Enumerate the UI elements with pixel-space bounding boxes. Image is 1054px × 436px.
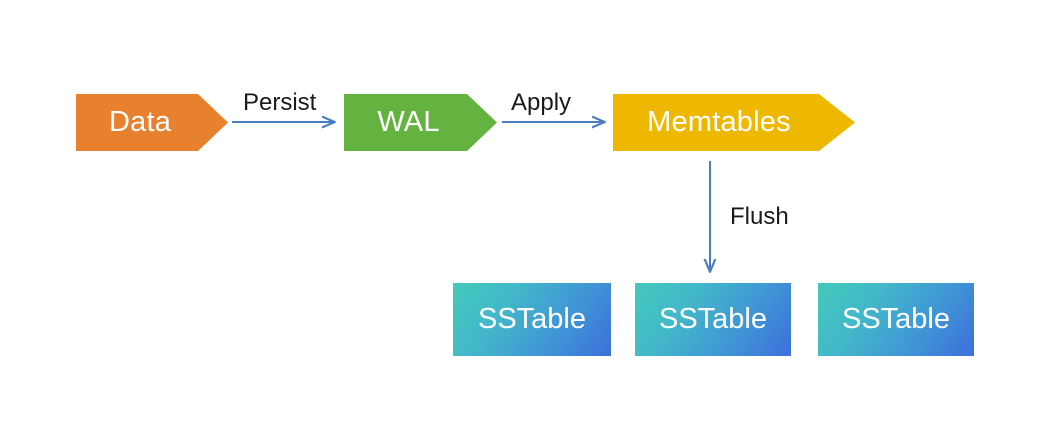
sstable-label-1: SSTable bbox=[477, 303, 586, 335]
chevron-shape-memtables bbox=[613, 94, 855, 151]
edge-label-apply: Apply bbox=[511, 89, 572, 116]
node-memtables[interactable]: Memtables bbox=[613, 94, 855, 151]
sstable-box-1[interactable]: SSTable bbox=[453, 283, 611, 356]
node-wal[interactable]: WAL bbox=[344, 94, 497, 151]
chevron-shape-wal bbox=[344, 94, 497, 151]
sstable-label-2: SSTable bbox=[658, 303, 767, 335]
sstable-box-2[interactable]: SSTable bbox=[635, 283, 791, 356]
sstable-label-3: SSTable bbox=[841, 303, 950, 335]
edge-label-persist: Persist bbox=[243, 89, 317, 116]
edge-label-flush: Flush bbox=[730, 203, 789, 230]
sstable-box-3[interactable]: SSTable bbox=[818, 283, 974, 356]
node-data[interactable]: Data bbox=[76, 94, 228, 151]
chevron-shape-data bbox=[76, 94, 228, 151]
